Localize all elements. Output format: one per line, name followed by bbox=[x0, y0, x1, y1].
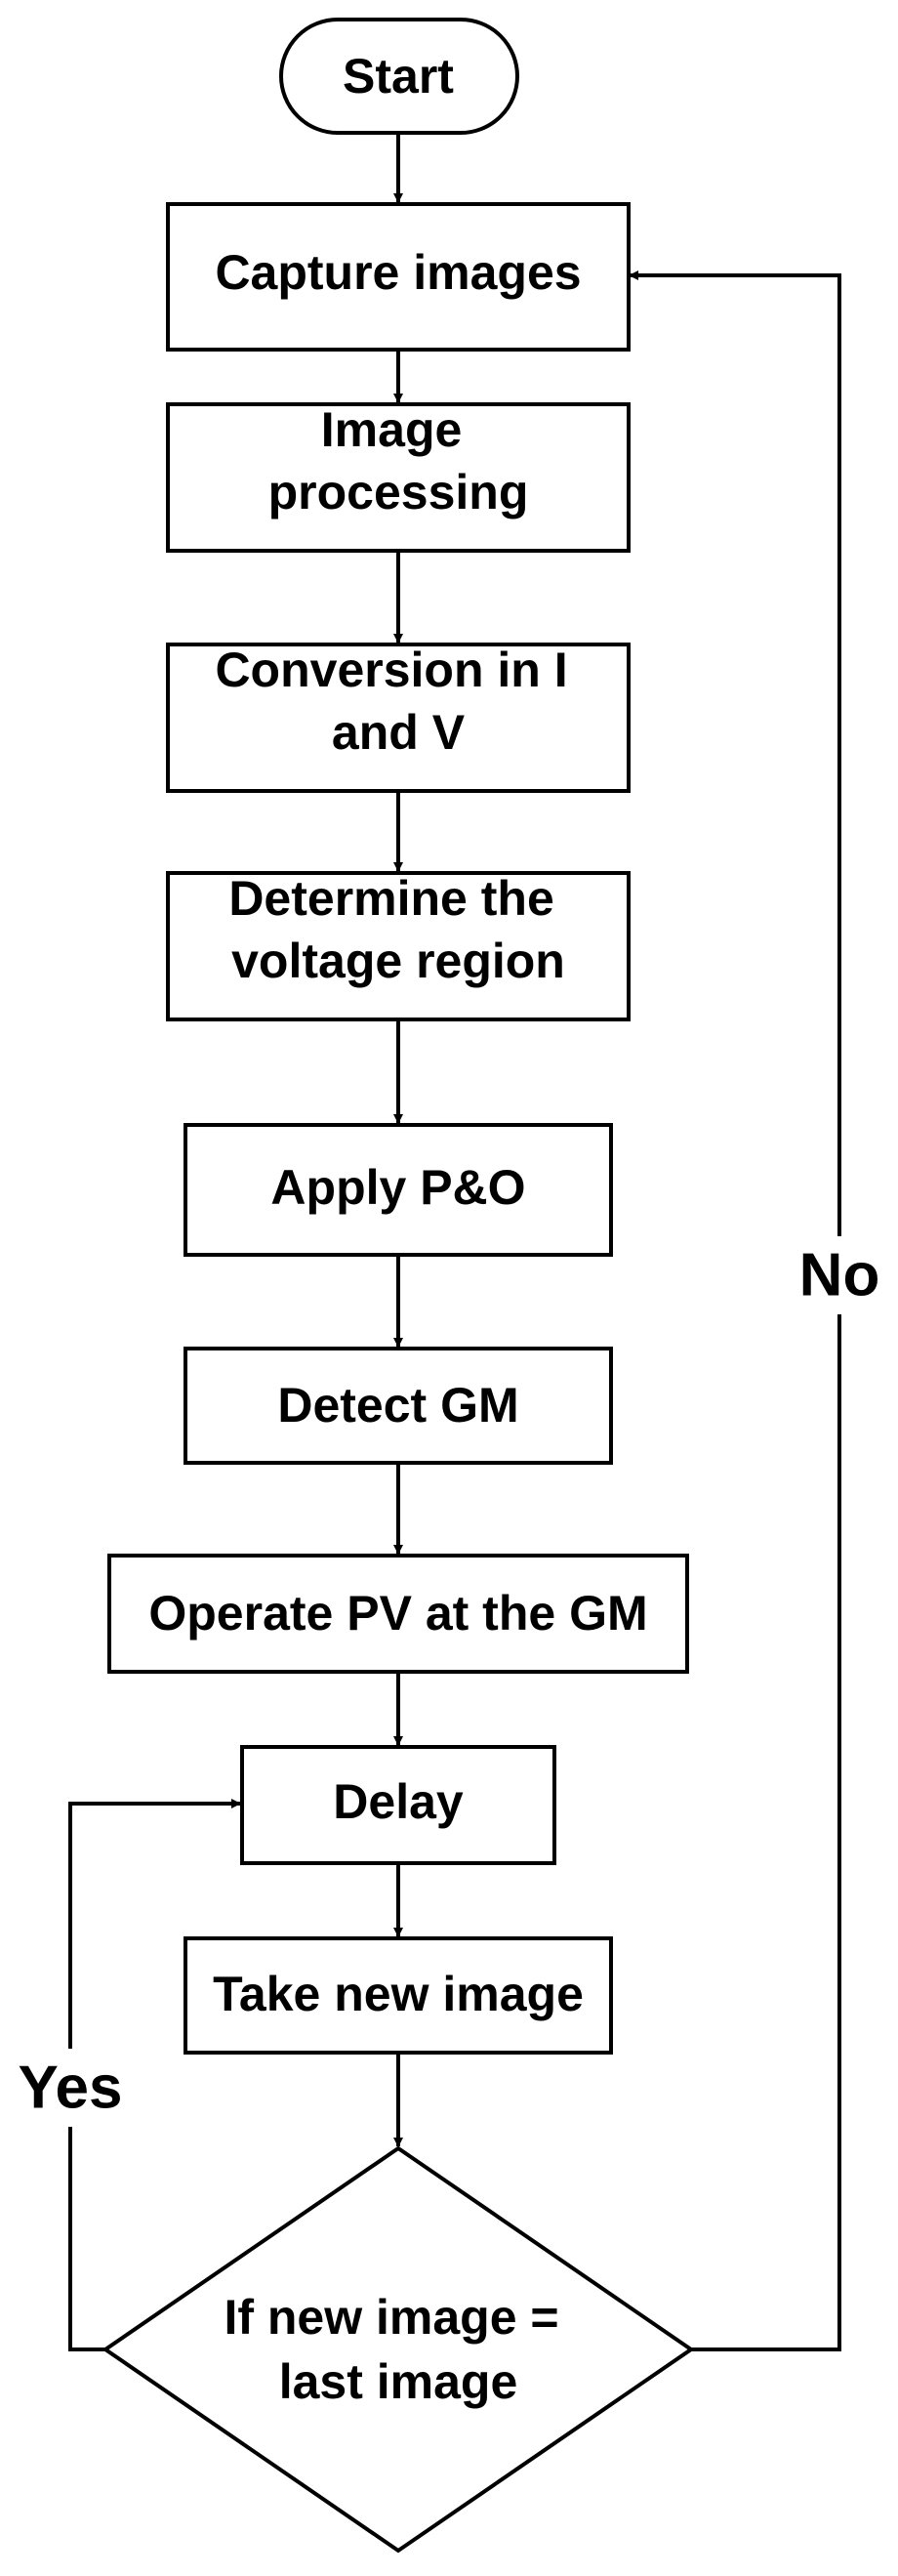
apply-po-box bbox=[184, 1123, 613, 1257]
delay-box bbox=[240, 1745, 556, 1865]
yes-label-backing bbox=[14, 2049, 129, 2127]
conversion-label: Conversion in I and V bbox=[215, 643, 581, 760]
decision-diamond bbox=[102, 2145, 695, 2554]
capture-images-box bbox=[166, 202, 631, 352]
node-conversion: Conversion in I and V bbox=[166, 643, 631, 793]
detect-gm-box bbox=[184, 1347, 613, 1465]
determine-region-line-2: voltage region bbox=[231, 934, 565, 988]
capture-images-label: Capture images bbox=[215, 245, 581, 300]
take-new-image-label: Take new image bbox=[213, 1967, 584, 2021]
no-label: No bbox=[799, 1242, 880, 1309]
operate-pv-box bbox=[107, 1554, 689, 1674]
conversion-box bbox=[166, 643, 631, 793]
decision-line-2: last image bbox=[279, 2354, 518, 2409]
start-label: Start bbox=[343, 49, 454, 104]
delay-label: Delay bbox=[333, 1774, 464, 1829]
conversion-line-1: Conversion in I bbox=[215, 643, 567, 697]
take-new-image-box bbox=[184, 1936, 613, 2055]
image-processing-label: Image processing bbox=[268, 402, 529, 519]
determine-region-box bbox=[166, 871, 631, 1021]
node-decision: If new image = last image bbox=[102, 2145, 695, 2554]
image-processing-box bbox=[166, 402, 631, 553]
node-capture-images: Capture images bbox=[166, 202, 631, 352]
node-operate-pv: Operate PV at the GM bbox=[107, 1554, 689, 1674]
node-image-processing: Image processing bbox=[166, 402, 631, 553]
image-processing-line-1: Image bbox=[321, 402, 463, 457]
detect-gm-label: Detect GM bbox=[277, 1378, 518, 1433]
node-start: Start bbox=[279, 18, 519, 135]
apply-po-label: Apply P&O bbox=[270, 1160, 525, 1215]
node-take-new-image: Take new image bbox=[184, 1936, 613, 2055]
determine-region-label: Determine the voltage region bbox=[228, 871, 567, 988]
no-label-backing bbox=[791, 1236, 888, 1314]
yes-label: Yes bbox=[19, 2055, 123, 2122]
determine-region-line-1: Determine the bbox=[228, 871, 553, 926]
edge-labels: Yes No bbox=[14, 1236, 888, 2127]
operate-pv-label: Operate PV at the GM bbox=[148, 1586, 647, 1641]
conversion-line-2: and V bbox=[332, 705, 466, 760]
decision-line-1: If new image = bbox=[224, 2290, 558, 2345]
node-determine-region: Determine the voltage region bbox=[166, 871, 631, 1021]
node-detect-gm: Detect GM bbox=[184, 1347, 613, 1465]
node-apply-po: Apply P&O bbox=[184, 1123, 613, 1257]
decision-label: If new image = last image bbox=[224, 2290, 572, 2409]
image-processing-line-2: processing bbox=[268, 465, 529, 519]
start-terminal bbox=[279, 18, 519, 135]
node-delay: Delay bbox=[240, 1745, 556, 1865]
